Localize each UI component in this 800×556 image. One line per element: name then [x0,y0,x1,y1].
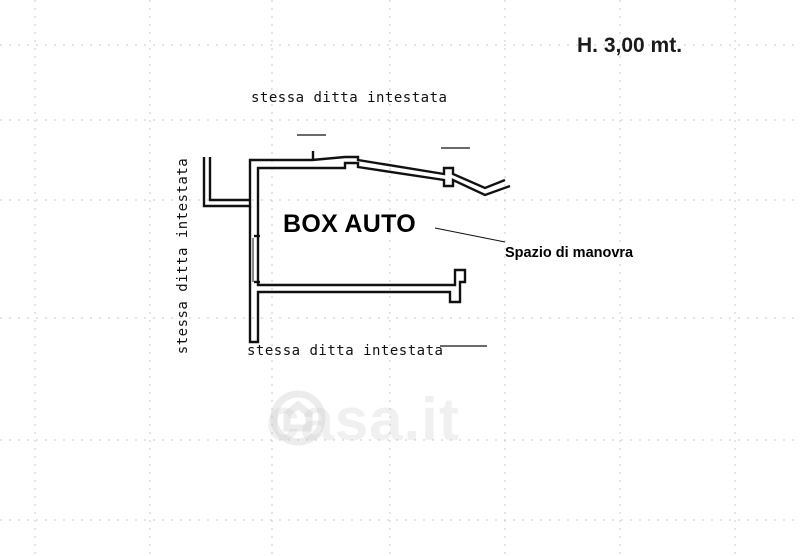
watermark-text: casa.it [266,386,460,453]
left-neighbor-wall-inner [208,157,250,202]
neighbor-label-top: stessa ditta intestata [251,90,448,106]
casa-logo-icon [270,390,326,446]
neighbor-label-bottom: stessa ditta intestata [247,343,444,359]
box-wall-outer [248,161,511,344]
maneuver-area-label: Spazio di manovra [505,245,634,261]
left-neighbor-wall [202,157,252,208]
box-wall-inner [248,155,506,200]
neighbor-label-left: stessa ditta intestata [175,157,191,355]
room-label: BOX AUTO [283,210,416,238]
maneuver-leader-line [434,227,506,243]
ceiling-height-label: H. 3,00 mt. [577,34,683,57]
